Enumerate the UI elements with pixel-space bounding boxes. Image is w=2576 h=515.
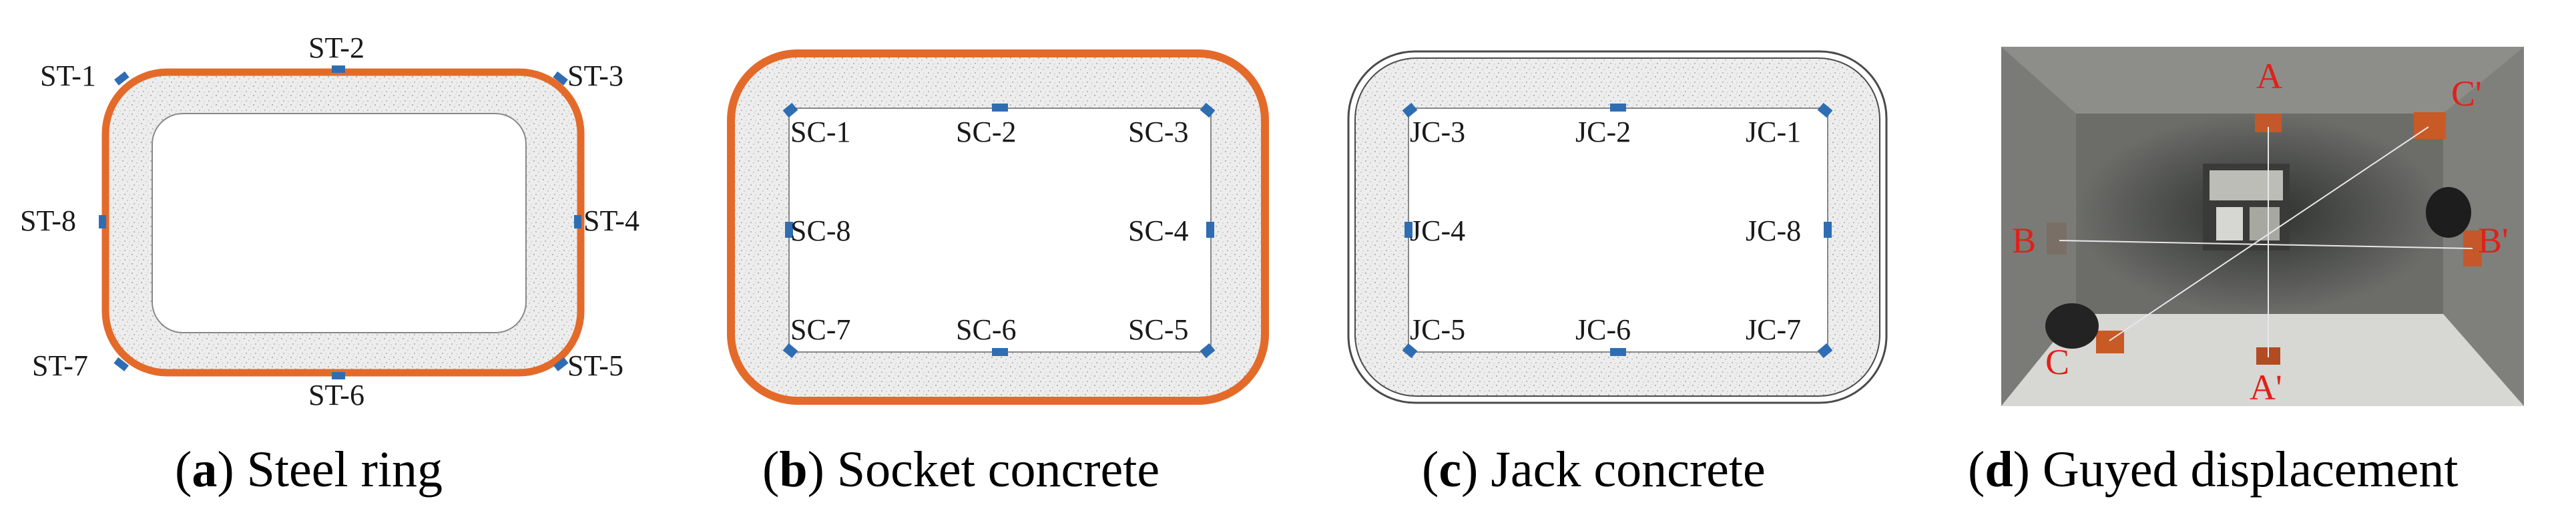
caption-d-text: Guyed displacement xyxy=(2030,442,2459,498)
panel-c-jack-concrete: JC-3 JC-2 JC-1 JC-8 JC-7 JC-6 JC-5 JC-4 … xyxy=(1347,50,1888,498)
panel-b-socket-concrete: SC-1 SC-2 SC-3 SC-4 SC-5 SC-6 SC-7 SC-8 … xyxy=(727,49,1269,498)
point-label-b: B xyxy=(2012,220,2036,261)
gauge-jc-1 xyxy=(1817,102,1833,118)
label-jc-1: JC-1 xyxy=(1746,116,1801,148)
gauge-jc-3 xyxy=(1402,102,1418,118)
label-sc-3: SC-3 xyxy=(1128,116,1188,148)
panel-a-steel-ring: ST-1 ST-2 ST-3 ST-4 ST-5 ST-6 ST-7 ST-8 … xyxy=(20,31,639,498)
caption-c-text: Jack concrete xyxy=(1478,442,1765,498)
gauge-sc-6 xyxy=(992,348,1008,356)
caption-c-letter: c xyxy=(1439,442,1461,498)
gauge-sc-7 xyxy=(782,343,798,359)
wire-c-c-prime xyxy=(2109,126,2429,341)
caption-b: (b) Socket concrete xyxy=(762,442,1160,498)
label-jc-3: JC-3 xyxy=(1410,116,1465,148)
gauge-jc-8 xyxy=(1824,222,1832,238)
point-label-c: C xyxy=(2045,342,2069,382)
point-label-a: A xyxy=(2256,56,2282,96)
caption-d-letter: d xyxy=(1985,442,2013,498)
gauge-jc-4 xyxy=(1404,222,1412,238)
gauge-st-3 xyxy=(553,71,568,85)
label-sc-8: SC-8 xyxy=(790,214,850,247)
tunnel-photo xyxy=(2001,47,2524,406)
gauge-sc-4 xyxy=(1206,222,1214,238)
label-sc-5: SC-5 xyxy=(1128,313,1188,346)
label-sc-7: SC-7 xyxy=(790,313,850,346)
cable-coil-left xyxy=(2045,303,2099,349)
label-jc-7: JC-7 xyxy=(1746,313,1801,346)
caption-d: (d) Guyed displacement xyxy=(1968,442,2459,498)
gauge-st-7 xyxy=(113,357,129,371)
label-jc-6: JC-6 xyxy=(1575,313,1631,346)
gauge-sc-8 xyxy=(785,222,793,238)
gauge-jc-5 xyxy=(1402,343,1418,359)
caption-b-letter: b xyxy=(779,442,807,498)
point-label-b-prime: B' xyxy=(2478,220,2509,261)
gauge-st-6 xyxy=(332,372,345,379)
label-jc-2: JC-2 xyxy=(1575,116,1631,148)
label-sc-6: SC-6 xyxy=(956,313,1016,346)
cable-coil-right xyxy=(2426,187,2471,238)
label-st-3: ST-3 xyxy=(567,59,623,92)
caption-a-text: Steel ring xyxy=(234,442,443,498)
label-st-4: ST-4 xyxy=(583,204,639,237)
steel-ring-inner-opening xyxy=(152,113,527,333)
label-st-5: ST-5 xyxy=(567,349,623,382)
gauge-st-8 xyxy=(99,215,106,228)
gauge-st-1 xyxy=(114,71,130,85)
label-sc-4: SC-4 xyxy=(1128,214,1188,247)
gauge-sc-5 xyxy=(1200,343,1216,359)
label-jc-4: JC-4 xyxy=(1410,214,1465,247)
jack-inner-opening xyxy=(1408,108,1828,353)
label-jc-5: JC-5 xyxy=(1410,313,1465,346)
label-st-7: ST-7 xyxy=(32,349,88,382)
caption-b-text: Socket concrete xyxy=(824,442,1160,498)
sensor-b xyxy=(2047,222,2067,254)
label-st-1: ST-1 xyxy=(40,59,96,92)
caption-a-letter: a xyxy=(192,442,217,498)
gauge-sc-1 xyxy=(782,102,798,118)
wire-b-b-prime xyxy=(2059,240,2473,249)
label-jc-8: JC-8 xyxy=(1746,214,1801,247)
gauge-st-2 xyxy=(332,65,345,73)
sensor-c-prime xyxy=(2414,112,2446,139)
label-st-8: ST-8 xyxy=(20,204,76,237)
gauge-sc-3 xyxy=(1200,102,1216,118)
point-label-c-prime: C' xyxy=(2451,73,2482,114)
caption-a: (a) Steel ring xyxy=(175,442,443,498)
gauge-jc-6 xyxy=(1610,348,1626,356)
gauge-jc-2 xyxy=(1610,104,1626,112)
label-st-6: ST-6 xyxy=(308,379,364,411)
panel-d-guyed-displacement: A A' B B' C C' (d) Guyed displacement xyxy=(1968,47,2524,498)
gauge-jc-7 xyxy=(1817,343,1833,359)
gauge-st-4 xyxy=(574,215,581,228)
label-st-2: ST-2 xyxy=(308,31,364,64)
gauge-sc-2 xyxy=(992,104,1008,112)
caption-c: (c) Jack concrete xyxy=(1422,442,1766,498)
label-sc-2: SC-2 xyxy=(956,116,1016,148)
gauge-st-5 xyxy=(553,357,569,371)
label-sc-1: SC-1 xyxy=(790,116,850,148)
point-label-a-prime: A' xyxy=(2250,367,2282,407)
